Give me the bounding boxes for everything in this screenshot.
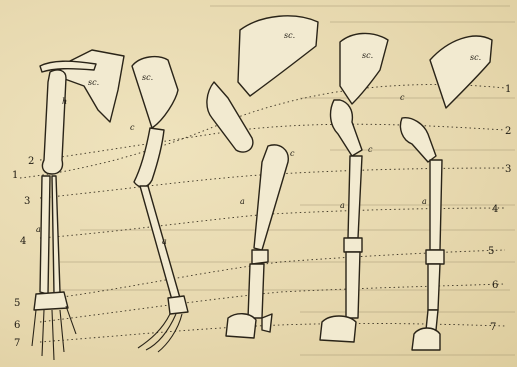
limb-human: sc. h a <box>32 50 124 360</box>
ox-a-label: a <box>340 201 345 210</box>
limb-ox: sc. c a <box>320 33 388 342</box>
pig-hoof <box>226 314 256 338</box>
limb-dog: sc. c a <box>130 57 188 352</box>
ox-scapula-label: sc. <box>362 51 373 60</box>
left-number-3: 3 <box>24 196 30 207</box>
pig-c-label: c <box>290 149 295 158</box>
dog-c-label: c <box>130 123 135 132</box>
pig-carpals <box>252 250 268 264</box>
ox-scapula <box>340 33 388 104</box>
pig-scapula <box>238 16 318 96</box>
dog-humerus <box>134 128 164 187</box>
left-number-2: 2 <box>28 156 34 167</box>
left-number-labels: 1 2 3 4 5 6 7 <box>12 156 34 349</box>
right-number-labels: 1 2 3 4 5 6 7 <box>488 84 511 333</box>
dog-scapula <box>132 57 178 128</box>
ox-c-label: c <box>368 145 373 154</box>
human-scapula-label: sc. <box>88 78 99 87</box>
right-number-5: 5 <box>488 246 494 257</box>
horse-carpals <box>426 250 444 264</box>
right-number-1: 1 <box>505 84 511 95</box>
human-digits <box>32 306 76 360</box>
right-number-2: 2 <box>505 126 511 137</box>
ox-humerus <box>331 100 362 156</box>
left-number-6: 6 <box>14 320 20 331</box>
left-number-4: 4 <box>20 236 26 247</box>
human-humerus <box>42 70 66 174</box>
horse-humerus <box>400 118 436 162</box>
dog-carpals <box>168 296 188 314</box>
horse-pastern <box>426 310 438 330</box>
right-number-4: 4 <box>492 204 498 215</box>
pig-forearm <box>254 145 288 250</box>
dog-scapula-label: sc. <box>142 73 153 82</box>
dog-paw <box>138 314 182 352</box>
horse-a-label: a <box>422 197 427 206</box>
horse-scapula-label: sc. <box>470 53 481 62</box>
pig-a-label: a <box>240 197 245 206</box>
ox-cannon <box>346 252 360 318</box>
pig-cannon <box>248 264 264 318</box>
human-radius <box>52 176 60 294</box>
pig-humerus <box>207 82 253 152</box>
left-number-5: 5 <box>14 298 20 309</box>
left-number-1: 1 <box>12 170 18 181</box>
horse-cannon <box>428 264 440 310</box>
dog-radius-ulna <box>140 186 180 300</box>
right-number-6: 6 <box>492 280 498 291</box>
horse-c-label: c <box>400 93 405 102</box>
human-a-label: a <box>36 225 41 234</box>
human-carpals <box>34 292 68 310</box>
horse-hoof <box>412 328 440 350</box>
ox-carpals <box>344 238 362 252</box>
right-number-7: 7 <box>490 322 496 333</box>
pig-dewclaw <box>262 314 272 332</box>
limb-horse: sc. c a <box>400 36 492 350</box>
horse-forearm <box>430 160 442 250</box>
human-h-label: h <box>62 97 67 106</box>
pig-scapula-label: sc. <box>284 31 295 40</box>
human-ulna <box>40 176 50 294</box>
right-number-3: 3 <box>505 164 511 175</box>
ox-forearm <box>348 156 362 238</box>
dog-a-label: a <box>162 237 167 246</box>
ox-hoof <box>320 316 356 342</box>
horse-scapula <box>430 36 492 108</box>
left-number-7: 7 <box>14 338 20 349</box>
